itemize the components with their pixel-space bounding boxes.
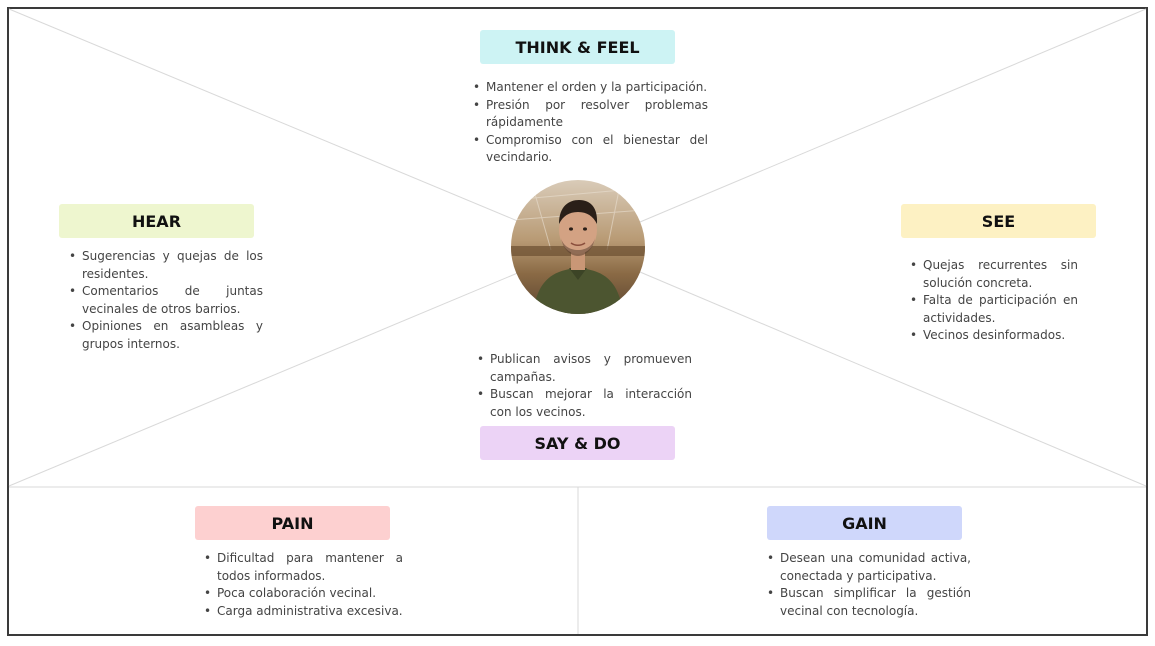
say-do-header: SAY & DO <box>480 426 675 460</box>
say-do-list: Publican avisos y promueven campañas.Bus… <box>476 351 692 421</box>
list-item: Poca colaboración vecinal. <box>204 585 403 603</box>
diagonal-line-top-left <box>8 8 521 223</box>
list-item: Presión por resolver problemas rápidamen… <box>473 97 708 132</box>
think-feel-header: THINK & FEEL <box>480 30 675 64</box>
list-item: Mantener el orden y la participación. <box>473 79 708 97</box>
list-item: Buscan simplificar la gestión vecinal co… <box>767 585 971 620</box>
empathy-map-frame <box>7 7 1148 636</box>
diagonal-line-bottom-left <box>8 271 521 487</box>
list-item: Opiniones en asambleas y grupos internos… <box>69 318 263 353</box>
list-item: Carga administrativa excesiva. <box>204 603 403 621</box>
persona-avatar <box>511 180 645 314</box>
list-item: Quejas recurrentes sin solución concreta… <box>910 257 1078 292</box>
diagonal-line-top-right <box>639 8 1147 223</box>
list-item: Publican avisos y promueven campañas. <box>477 351 692 386</box>
think-feel-list: Mantener el orden y la participación.Pre… <box>472 79 708 167</box>
list-item: Falta de participación en actividades. <box>910 292 1078 327</box>
see-header: SEE <box>901 204 1096 238</box>
hear-list: Sugerencias y quejas de los residentes.C… <box>68 248 263 354</box>
see-list: Quejas recurrentes sin solución concreta… <box>909 257 1078 345</box>
pain-header: PAIN <box>195 506 390 540</box>
list-item: Desean una comunidad activa, conectada y… <box>767 550 971 585</box>
pain-list: Dificultad para mantener a todos informa… <box>203 550 403 620</box>
list-item: Compromiso con el bienestar del vecindar… <box>473 132 708 167</box>
gain-header: GAIN <box>767 506 962 540</box>
diagonal-line-bottom-right <box>639 271 1147 487</box>
list-item: Comentarios de juntas vecinales de otros… <box>69 283 263 318</box>
persona-photo-icon <box>511 180 645 314</box>
list-item: Buscan mejorar la interacción con los ve… <box>477 386 692 421</box>
gain-list: Desean una comunidad activa, conectada y… <box>766 550 971 620</box>
list-item: Dificultad para mantener a todos informa… <box>204 550 403 585</box>
list-item: Vecinos desinformados. <box>910 327 1078 345</box>
hear-header: HEAR <box>59 204 254 238</box>
list-item: Sugerencias y quejas de los residentes. <box>69 248 263 283</box>
